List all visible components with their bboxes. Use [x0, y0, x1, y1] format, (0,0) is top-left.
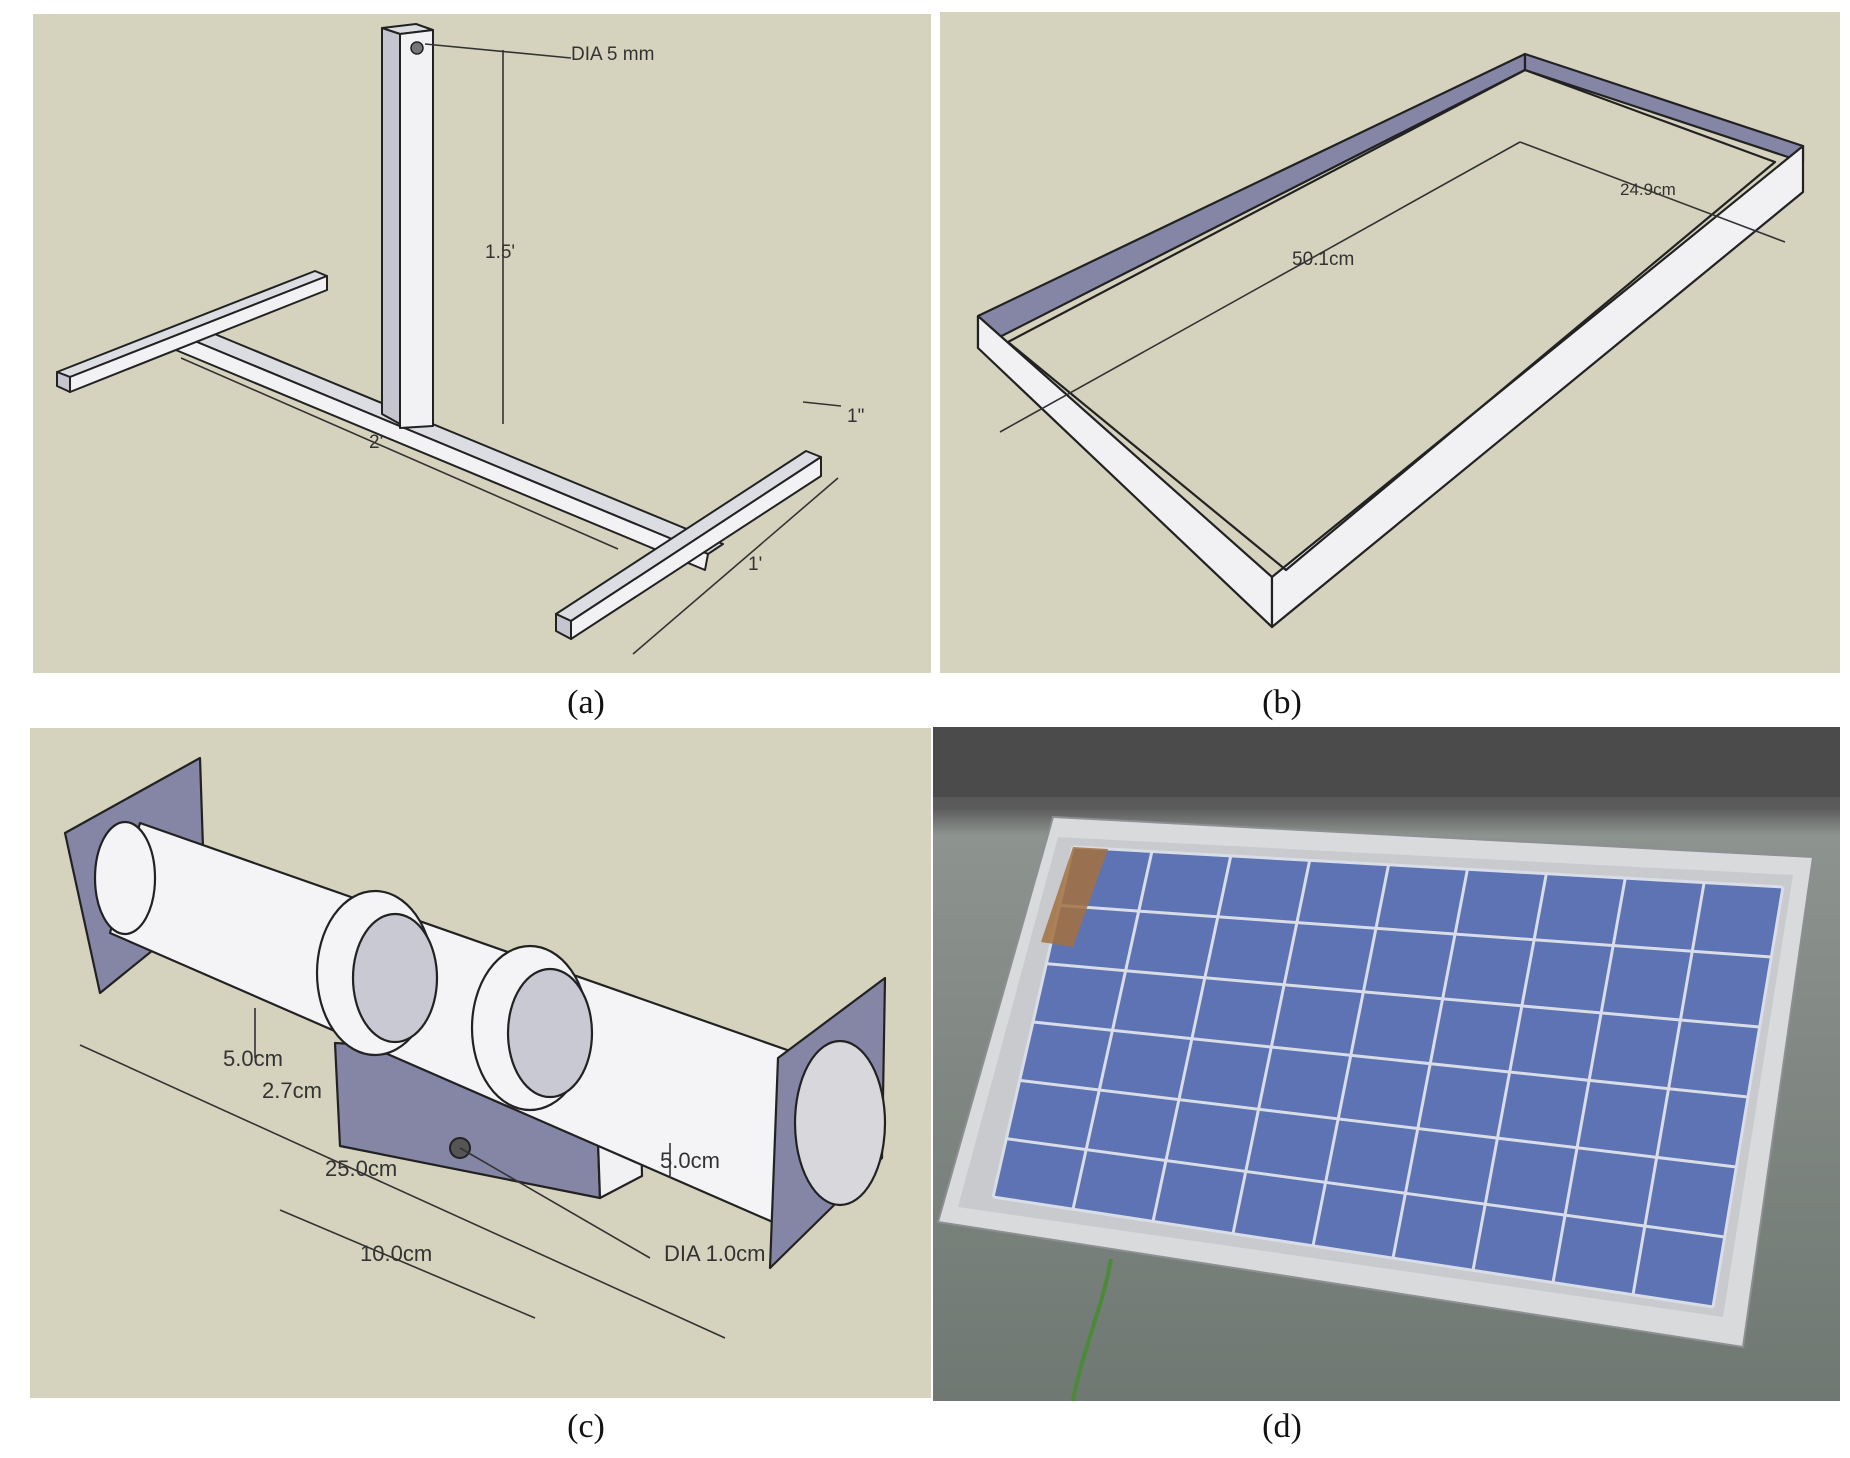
cell-grid-line [1006, 1137, 1725, 1239]
cell-grid-line [1019, 1078, 1737, 1169]
panel-b: 50.1cm 24.9cm [940, 12, 1840, 673]
stand-drawing [33, 14, 931, 673]
dim-height-b: 5.0cm [660, 1148, 720, 1173]
dim-height-a: 5.0cm [223, 1046, 283, 1071]
cell-grid-line [992, 1195, 1714, 1309]
cell-grid-line [1032, 1020, 1749, 1099]
panel-c: 5.0cm 2.7cm 25.0cm 5.0cm 10.0cm DIA 1.0c… [30, 728, 931, 1398]
panel-d [933, 727, 1840, 1401]
frame-drawing [940, 12, 1840, 673]
bolt-hole-icon [410, 41, 424, 55]
cell-grid-line [1046, 962, 1760, 1029]
dim-frame-length: 50.1cm [1292, 249, 1355, 270]
dim-total-length: 25.0cm [325, 1156, 398, 1181]
caption-d: (d) [1262, 1408, 1302, 1445]
dim-hole-diameter-c: DIA 1.0cm [664, 1241, 766, 1266]
tube-drawing [30, 728, 931, 1398]
panel-a: DIA 5 mm 1.5' 2' 1' 1" [33, 14, 931, 673]
cell-grid-line [1059, 903, 1772, 959]
dim-foot-length: 1' [748, 554, 763, 575]
caption-a: (a) [567, 684, 605, 721]
dim-gap: 2.7cm [262, 1078, 322, 1103]
caption-b: (b) [1262, 684, 1302, 721]
dim-span: 10.0cm [360, 1241, 433, 1266]
caption-c: (c) [567, 1408, 605, 1445]
dim-beam-length: 2' [369, 432, 384, 453]
dim-section-size: 1" [847, 406, 865, 427]
dim-post-height: 1.5' [485, 242, 516, 263]
dim-frame-width: 24.9cm [1620, 180, 1676, 199]
cell-grid-line [1072, 845, 1784, 889]
dim-hole-diameter: DIA 5 mm [571, 44, 655, 65]
solar-panel-photo [933, 727, 1840, 1401]
